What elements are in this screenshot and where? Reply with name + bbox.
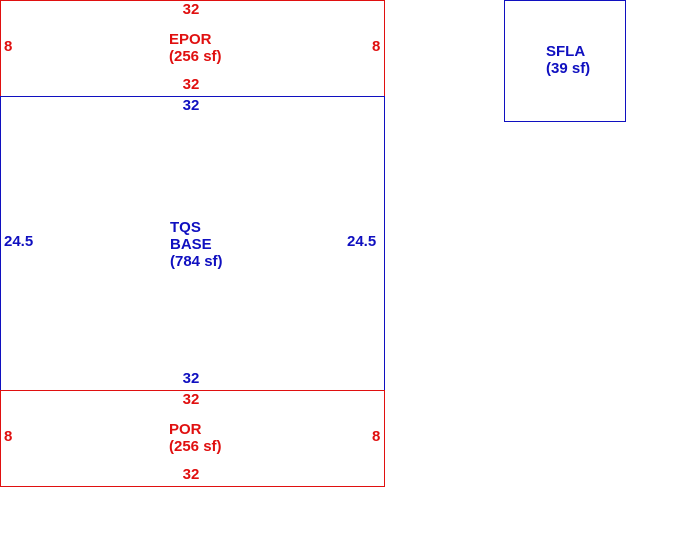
base-top-dimension: 32 — [182, 97, 200, 114]
epor-top-dimension: 32 — [182, 1, 200, 18]
sfla-area — [504, 0, 626, 122]
sfla-area-size: (39 sf) — [546, 60, 591, 77]
base-right-dimension: 24.5 — [347, 233, 377, 250]
por-label: POR (256 sf) — [169, 421, 222, 455]
base-label: TQS BASE (784 sf) — [170, 219, 223, 270]
por-top-dimension: 32 — [182, 391, 200, 408]
por-bottom-dimension: 32 — [182, 466, 200, 483]
base-code-2: BASE — [170, 236, 212, 253]
sfla-code: SFLA — [546, 43, 586, 60]
epor-label: EPOR (256 sf) — [169, 31, 222, 65]
epor-right-dimension: 8 — [372, 38, 381, 55]
por-area-size: (256 sf) — [169, 438, 222, 455]
base-area-size: (784 sf) — [170, 253, 223, 270]
base-left-dimension: 24.5 — [4, 233, 34, 250]
base-code: TQS — [170, 219, 201, 236]
por-left-dimension: 8 — [4, 428, 13, 445]
epor-left-dimension: 8 — [4, 38, 13, 55]
epor-bottom-dimension: 32 — [182, 76, 200, 93]
sfla-label: SFLA (39 sf) — [546, 43, 590, 77]
epor-area-size: (256 sf) — [169, 48, 222, 65]
por-area — [0, 390, 385, 487]
por-right-dimension: 8 — [372, 428, 381, 445]
por-code: POR — [169, 421, 202, 438]
epor-code: EPOR — [169, 31, 212, 48]
base-bottom-dimension: 32 — [182, 370, 200, 387]
